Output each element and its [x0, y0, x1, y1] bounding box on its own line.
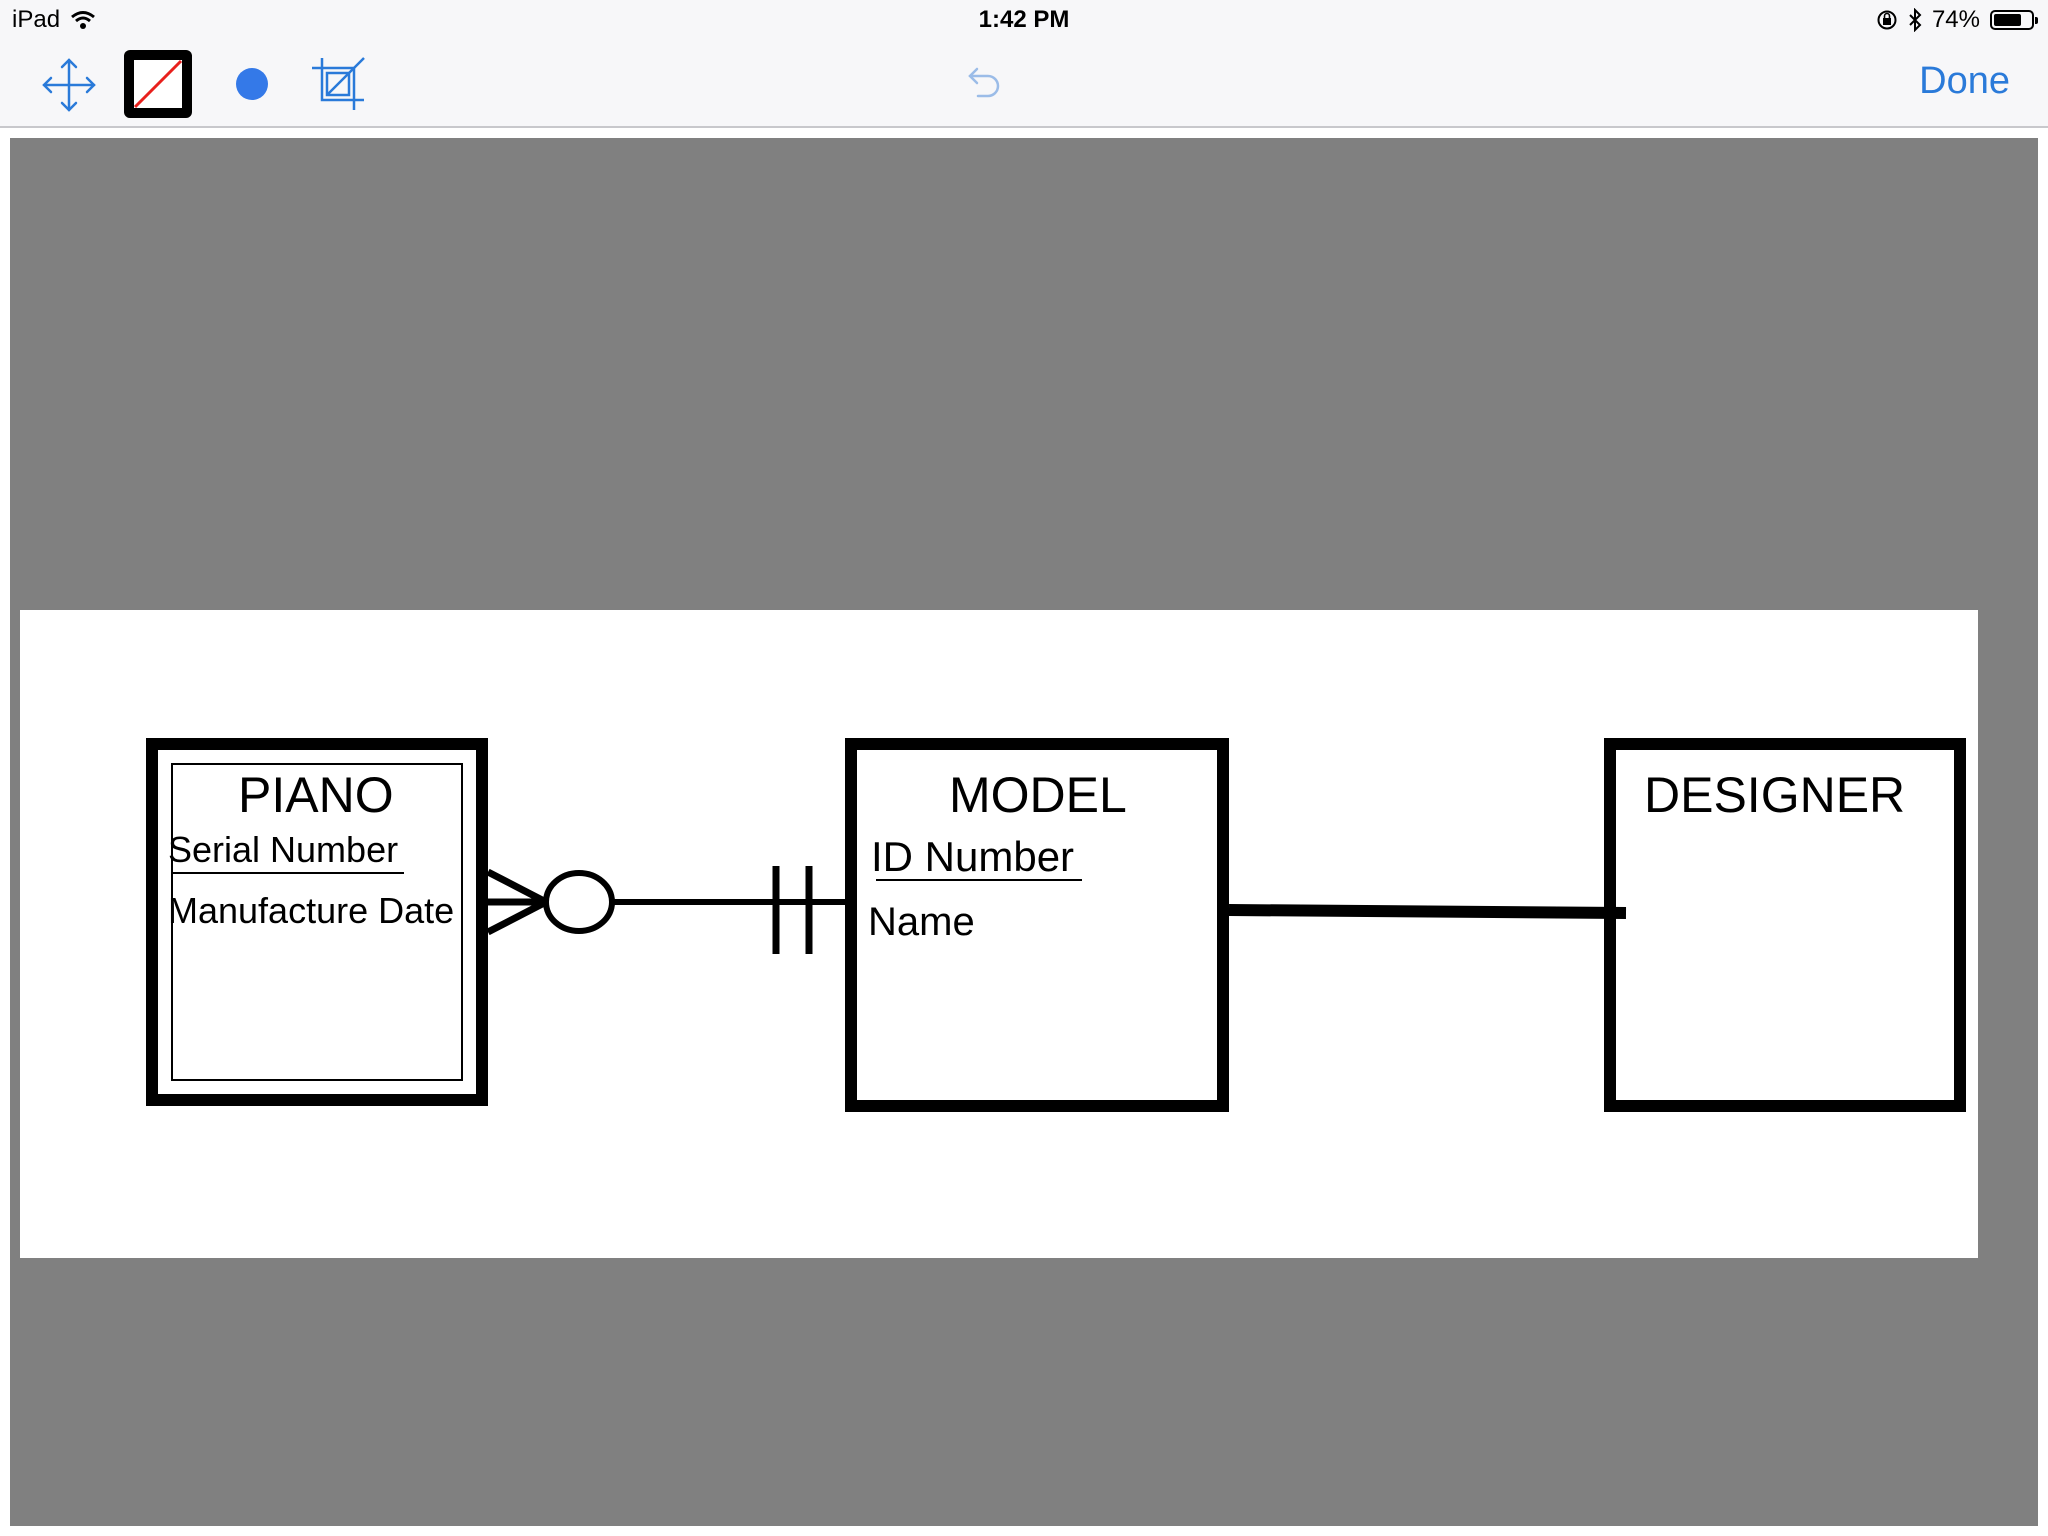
status-right: 74% — [1876, 6, 2038, 34]
optional-zero-circle — [543, 870, 615, 934]
entity-model-attr-id-number: ID Number — [871, 833, 1075, 880]
er-diagram — [146, 738, 1966, 1112]
done-button[interactable]: Done — [1919, 60, 2010, 102]
battery-percent: 74% — [1931, 6, 1980, 33]
undo-arrow-icon — [968, 67, 1000, 98]
move-tool[interactable] — [40, 56, 98, 114]
status-bar: iPad 1:42 PM 74% — [0, 0, 2048, 42]
editor-toolbar: Done — [0, 42, 2048, 128]
no-fill-swatch-icon — [124, 50, 192, 118]
entity-piano-title: PIANO — [238, 767, 394, 823]
orientation-lock-icon — [1877, 10, 1897, 30]
document-workspace: PIANO Serial Number Manufacture Date MOD… — [10, 138, 2038, 1526]
blue-dot-icon[interactable] — [236, 68, 268, 100]
relationship-piano-model[interactable] — [486, 866, 845, 954]
entity-piano-attr-manufacture-date: Manufacture Date — [168, 890, 455, 931]
wifi-icon — [71, 11, 95, 29]
entity-piano-box[interactable] — [146, 738, 488, 1106]
entity-designer-title: DESIGNER — [1644, 767, 1906, 823]
entity-designer-box[interactable] — [1604, 738, 1966, 1112]
crowfoot-upper-prong — [486, 868, 548, 906]
crop-icon — [312, 57, 365, 110]
relationship-model-designer[interactable] — [1228, 904, 1627, 919]
move-arrows-icon — [42, 58, 96, 112]
battery-fill — [1994, 14, 2021, 26]
stroke-style-tool[interactable] — [122, 48, 194, 120]
crowfoot-lower-prong — [486, 898, 548, 936]
entity-piano-attr-serial-number: Serial Number — [168, 829, 399, 870]
crop-tool[interactable] — [310, 56, 366, 112]
bluetooth-icon — [1909, 8, 1922, 32]
device-name: iPad — [12, 6, 61, 33]
entity-model-title: MODEL — [949, 767, 1127, 823]
battery-icon — [1990, 10, 2038, 30]
entity-model-box[interactable] — [845, 738, 1229, 1112]
entity-piano-inner-box — [171, 763, 463, 1081]
entity-model-attr-name: Name — [868, 900, 975, 944]
diagram-canvas[interactable]: PIANO Serial Number Manufacture Date MOD… — [20, 610, 1978, 1258]
status-left: iPad — [12, 6, 96, 34]
undo-button[interactable] — [960, 62, 1006, 108]
status-time: 1:42 PM — [978, 6, 1070, 33]
